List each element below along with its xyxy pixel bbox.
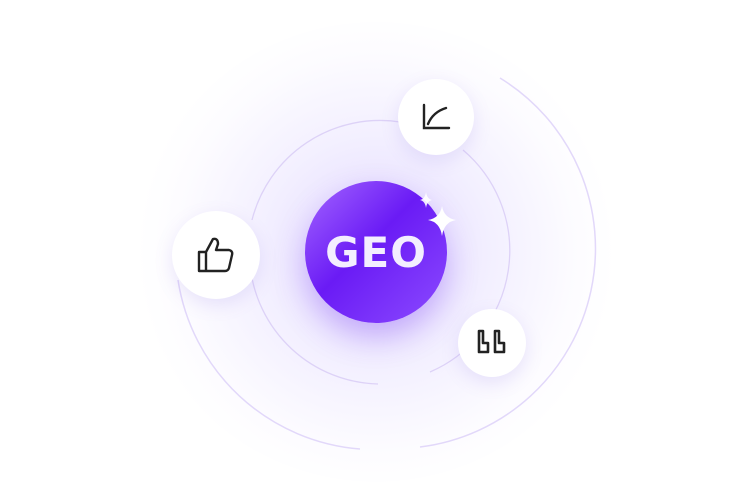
chart-bubble — [398, 79, 474, 155]
thumbs-up-icon — [197, 237, 234, 273]
chart-icon — [422, 103, 451, 130]
sparkle-icon — [420, 192, 456, 236]
geo-label: GEO — [325, 227, 427, 277]
quote-icon — [477, 329, 506, 354]
quote-bubble — [458, 309, 526, 377]
geo-badge: GEO — [305, 181, 447, 323]
thumbs-up-bubble — [172, 211, 260, 299]
